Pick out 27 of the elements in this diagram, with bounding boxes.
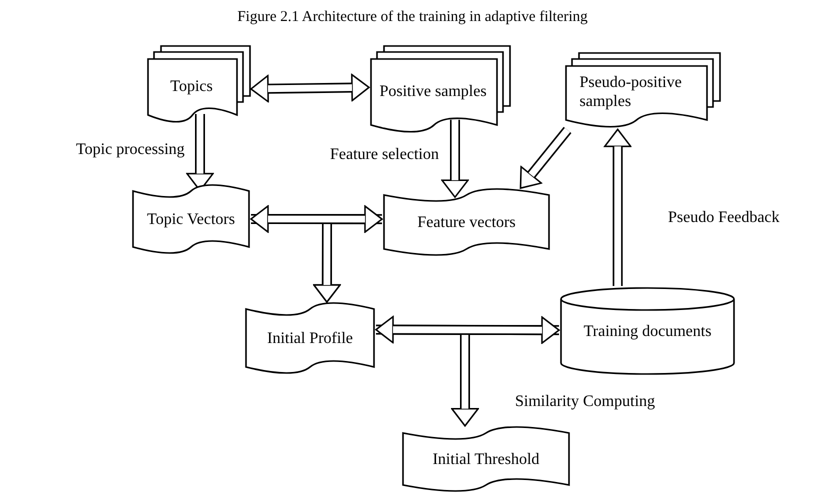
block-arrow bbox=[313, 214, 382, 303]
database-cylinder bbox=[560, 287, 735, 375]
node-label: Topics bbox=[169, 76, 214, 96]
figure-title: Figure 2.1 Architecture of the training in adaptive filtering bbox=[236, 8, 589, 26]
wavy-document bbox=[132, 182, 250, 256]
wavy-document bbox=[245, 300, 375, 376]
node-label: Topic Vectors bbox=[146, 210, 236, 228]
block-arrow bbox=[375, 316, 560, 344]
edge-label: Similarity Computing bbox=[515, 392, 656, 411]
node-label: Training documents bbox=[582, 322, 712, 340]
document-stack bbox=[565, 52, 720, 130]
document-stack bbox=[370, 45, 510, 135]
block-arrow bbox=[604, 128, 632, 286]
document-stack bbox=[147, 45, 250, 125]
node-label: Initial Threshold bbox=[432, 450, 540, 468]
wavy-document bbox=[383, 186, 550, 258]
block-arrow bbox=[441, 120, 469, 198]
wavy-document bbox=[402, 424, 570, 494]
node-label: Pseudo-positive samples bbox=[578, 73, 683, 111]
block-arrow bbox=[520, 126, 572, 189]
block-arrow bbox=[250, 205, 383, 233]
block-arrow bbox=[451, 325, 559, 427]
node-label: Feature vectors bbox=[416, 212, 517, 232]
edge-label: Topic processing bbox=[76, 140, 185, 159]
block-arrow bbox=[250, 74, 370, 102]
node-label: Positive samples bbox=[378, 82, 488, 100]
node-label: Initial Profile bbox=[266, 328, 354, 348]
